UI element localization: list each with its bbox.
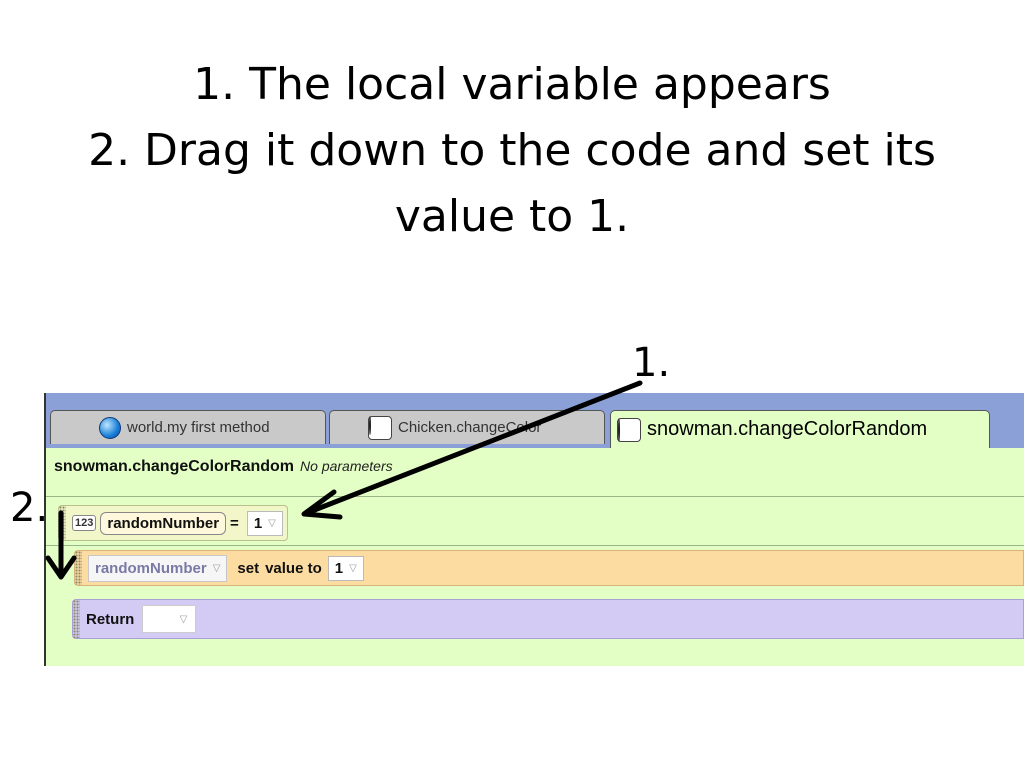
method-params: No parameters [300, 458, 393, 474]
title-line-2: 2. Drag it down to the code and set its [88, 125, 936, 176]
divider [46, 545, 1024, 546]
set-value-statement[interactable]: randomNumber ▽ set value to 1 ▽ [74, 550, 1024, 586]
drag-handle[interactable] [59, 506, 66, 540]
slide-title: 1. The local variable appears 2. Drag it… [0, 52, 1024, 250]
chevron-down-icon[interactable]: ▽ [179, 613, 188, 625]
value-to-keyword: value to [265, 559, 322, 577]
color-wheel-icon [617, 417, 641, 442]
tab-world-my-first-method[interactable]: world.my first method [50, 410, 326, 444]
method-name: snowman.changeColorRandom [54, 458, 295, 475]
drag-handle[interactable] [75, 551, 82, 585]
return-value-dropdown[interactable]: ▽ [142, 605, 197, 633]
tab-label: world.my first method [127, 419, 270, 436]
chevron-down-icon[interactable]: ▽ [268, 517, 276, 529]
tab-label: snowman.changeColorRandom [647, 418, 928, 440]
divider [46, 496, 1024, 497]
tab-chicken-change-color[interactable]: Chicken.changeColor [329, 410, 605, 444]
chevron-down-icon[interactable]: ▽ [349, 562, 357, 574]
value-text: 1 [334, 559, 344, 577]
local-variable-name[interactable]: randomNumber [100, 511, 227, 535]
local-variable-row[interactable]: 123 randomNumber = 1 ▽ [58, 505, 288, 541]
tab-snowman-change-color-random[interactable]: snowman.changeColorRandom [610, 410, 990, 448]
title-line-1: 1. The local variable appears [193, 59, 831, 110]
method-editor: world.my first method Chicken.changeColo… [44, 393, 1024, 666]
globe-icon [99, 416, 121, 439]
editor-left-border [44, 393, 46, 666]
value-text: 1 [253, 514, 263, 532]
return-keyword: Return [86, 610, 135, 628]
equals-sign: = [230, 514, 239, 532]
set-variable-dropdown[interactable]: randomNumber ▽ [88, 554, 228, 582]
set-keyword: set [237, 559, 260, 577]
annotation-label-1: 1. [632, 340, 671, 386]
variable-text: randomNumber [95, 559, 207, 577]
local-variable-value[interactable]: 1 ▽ [246, 510, 283, 536]
color-wheel-icon [368, 415, 392, 440]
tab-label: Chicken.changeColor [398, 419, 542, 436]
method-body: snowman.changeColorRandom No parameters 1… [46, 448, 1024, 666]
chevron-down-icon[interactable]: ▽ [212, 562, 221, 574]
annotation-label-2: 2. [10, 485, 49, 531]
return-statement[interactable]: Return ▽ [72, 599, 1024, 639]
number-type-icon: 123 [72, 515, 97, 531]
drag-handle[interactable] [73, 600, 80, 638]
method-header: snowman.changeColorRandom No parameters [54, 458, 393, 476]
set-value-dropdown[interactable]: 1 ▽ [327, 555, 364, 581]
title-line-3: value to 1. [394, 191, 630, 242]
